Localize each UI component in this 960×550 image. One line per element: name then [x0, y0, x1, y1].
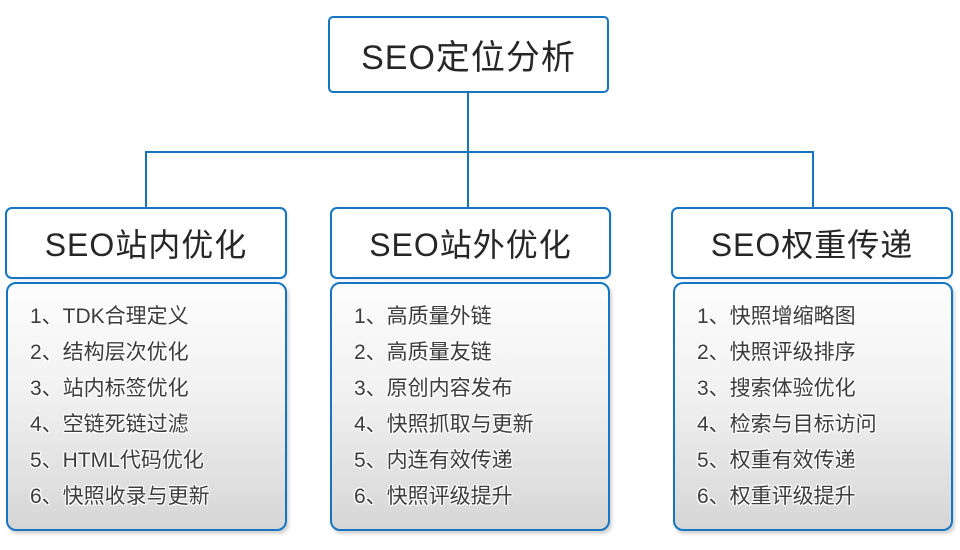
branch-header-onsite: SEO站内优化	[5, 207, 287, 279]
list-item: 6、快照收录与更新	[30, 485, 210, 508]
list-item: 4、检索与目标访问	[697, 413, 877, 436]
connector-horizontal	[145, 151, 814, 153]
list-item: 5、内连有效传递	[354, 449, 513, 472]
list-item: 4、空链死链过滤	[30, 413, 189, 436]
branch-header-weight-label: SEO权重传递	[710, 227, 914, 263]
connector-root-vertical	[467, 93, 469, 153]
connector-right-vertical	[812, 151, 814, 207]
list-item: 2、结构层次优化	[30, 341, 189, 364]
list-item: 2、高质量友链	[354, 341, 492, 364]
branch-list-offsite: 1、高质量外链 2、高质量友链 3、原创内容发布 4、快照抓取与更新 5、内连有…	[330, 282, 610, 531]
branch-header-offsite: SEO站外优化	[330, 207, 611, 279]
root-node-label: SEO定位分析	[361, 39, 576, 77]
list-item: 4、快照抓取与更新	[354, 413, 534, 436]
list-item: 6、快照评级提升	[354, 485, 513, 508]
list-item: 2、快照评级排序	[697, 341, 856, 364]
branch-list-weight: 1、快照增缩略图 2、快照评级排序 3、搜索体验优化 4、检索与目标访问 5、权…	[673, 282, 953, 531]
list-item: 1、高质量外链	[354, 305, 492, 328]
list-item: 3、搜索体验优化	[697, 377, 856, 400]
list-item: 6、权重评级提升	[697, 485, 856, 508]
list-item: 1、TDK合理定义	[30, 305, 189, 328]
list-item: 5、HTML代码优化	[30, 449, 204, 472]
root-node: SEO定位分析	[328, 16, 609, 93]
connector-middle-vertical	[467, 151, 469, 207]
branch-header-onsite-label: SEO站内优化	[44, 227, 248, 263]
list-item: 3、站内标签优化	[30, 377, 189, 400]
branch-header-offsite-label: SEO站外优化	[369, 227, 572, 263]
list-item: 1、快照增缩略图	[697, 305, 856, 328]
branch-header-weight: SEO权重传递	[671, 207, 953, 279]
connector-left-vertical	[145, 151, 147, 207]
list-item: 5、权重有效传递	[697, 449, 856, 472]
list-item: 3、原创内容发布	[354, 377, 513, 400]
branch-list-onsite: 1、TDK合理定义 2、结构层次优化 3、站内标签优化 4、空链死链过滤 5、H…	[6, 282, 287, 531]
